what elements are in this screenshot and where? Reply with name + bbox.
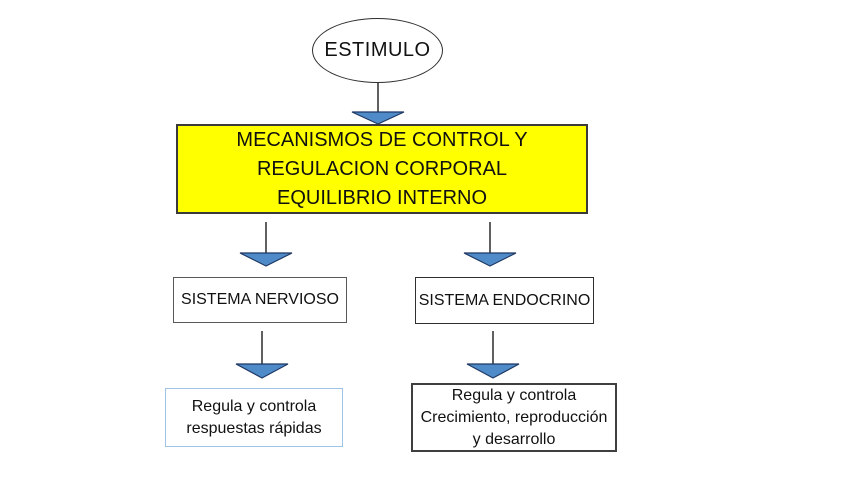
- resultado-endocrino-line-3: y desarrollo: [472, 430, 556, 448]
- node-estimulo: ESTIMULO: [312, 18, 443, 83]
- down-arrow-nervioso-to-resultado: [235, 331, 289, 379]
- mecanismos-line-1: MECANISMOS DE CONTROL Y: [236, 128, 528, 151]
- down-arrow-mecanismos-to-nervioso: [239, 222, 293, 267]
- down-arrow-endocrino-to-resultado: [466, 331, 520, 379]
- node-mecanismos-de-control: MECANISMOS DE CONTROL Y REGULACION CORPO…: [176, 124, 588, 214]
- node-resultado-nervioso: Regula y controla respuestas rápidas: [165, 388, 343, 447]
- resultado-nervioso-line-1: Regula y controla: [191, 397, 317, 415]
- down-arrow-estimulo-to-mecanismos: [351, 83, 405, 125]
- resultado-nervioso-line-2: respuestas rápidas: [186, 419, 322, 437]
- mecanismos-line-3: EQUILIBRIO INTERNO: [276, 186, 488, 209]
- node-resultado-endocrino: Regula y controla Crecimiento, reproducc…: [411, 383, 617, 452]
- sistema-endocrino-label: SISTEMA ENDOCRINO: [418, 291, 591, 309]
- down-arrow-mecanismos-to-endocrino: [463, 222, 517, 267]
- sistema-nervioso-label: SISTEMA NERVIOSO: [181, 291, 339, 308]
- mecanismos-line-2: REGULACION CORPORAL: [256, 157, 508, 180]
- node-sistema-endocrino: SISTEMA ENDOCRINO: [415, 277, 594, 324]
- resultado-endocrino-line-2: Crecimiento, reproducción: [420, 408, 608, 426]
- resultado-endocrino-line-1: Regula y controla: [451, 386, 577, 404]
- node-sistema-nervioso: SISTEMA NERVIOSO: [173, 277, 347, 323]
- node-estimulo-label: ESTIMULO: [324, 39, 431, 61]
